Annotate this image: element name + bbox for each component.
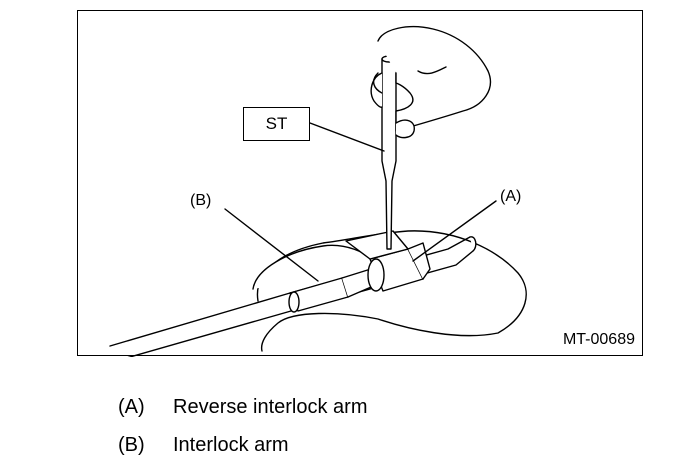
legend-key: (A) xyxy=(118,395,145,418)
leader-st xyxy=(309,122,385,152)
leader-a xyxy=(412,200,497,262)
legend-text: Reverse interlock arm xyxy=(173,395,368,418)
figure-id: MT-00689 xyxy=(562,331,635,348)
shift-rod xyxy=(109,292,299,357)
legend-key: (B) xyxy=(118,433,145,456)
callout-b: (B) xyxy=(190,192,212,209)
tool-label-box: ST xyxy=(243,107,310,141)
legend-item: (A) Reverse interlock arm xyxy=(118,388,368,426)
upper-hand xyxy=(377,26,491,132)
tool-label: ST xyxy=(265,114,288,133)
legend-text: Interlock arm xyxy=(173,433,289,456)
pin-punch xyxy=(381,58,397,250)
legend-item: (B) Interlock arm xyxy=(118,426,368,464)
leader-b xyxy=(224,208,319,282)
illustration-frame: ST (B) (A) MT-00689 xyxy=(77,10,643,357)
legend: (A) Reverse interlock arm (B) Interlock … xyxy=(118,388,368,464)
interlock-illustration xyxy=(109,26,527,357)
callout-a: (A) xyxy=(500,188,522,205)
